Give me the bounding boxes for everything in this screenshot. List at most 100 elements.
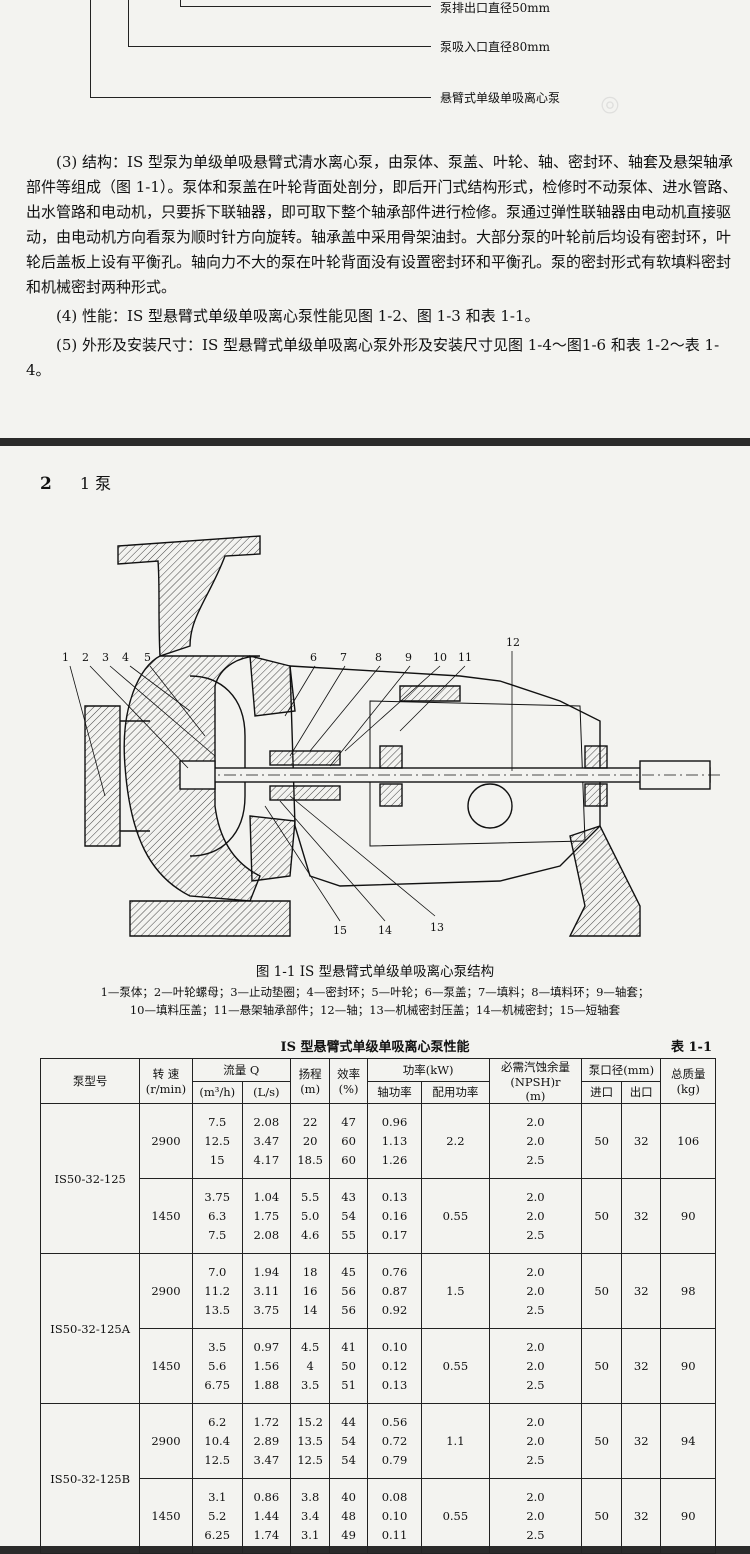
cell-q_m3h: 7.5 12.5 15 xyxy=(191,1103,243,1179)
part-number-4: 4 xyxy=(122,651,129,664)
cell-inlet: 50 xyxy=(581,1253,622,1329)
cell-inlet: 50 xyxy=(581,1478,622,1554)
cell-motor: 1.5 xyxy=(421,1253,490,1329)
cell-q_m3h: 3.1 5.2 6.25 xyxy=(191,1478,243,1554)
code-label-outlet: 泵排出口直径50mm xyxy=(440,1,551,15)
cell-q_m3h: 3.5 5.6 6.75 xyxy=(191,1328,243,1404)
header-efficiency: 效率(%) xyxy=(329,1058,368,1104)
part-number-11: 11 xyxy=(458,651,472,664)
leader-3 xyxy=(109,665,216,757)
cell-q_m3h: 3.75 6.3 7.5 xyxy=(191,1178,243,1254)
part-number-9: 9 xyxy=(405,651,412,664)
cell-outlet: 32 xyxy=(620,1328,662,1404)
leader-5 xyxy=(149,665,206,737)
cell-q_ls: 0.97 1.56 1.88 xyxy=(241,1328,291,1404)
part-number-13: 13 xyxy=(430,921,444,934)
part-number-14: 14 xyxy=(378,924,392,937)
table-number: 表 1-1 xyxy=(670,1040,712,1055)
cell-eff: 44 54 54 xyxy=(329,1403,368,1479)
cell-head: 22 20 18.5 xyxy=(289,1103,331,1179)
cell-model: IS50-32-125 xyxy=(39,1103,141,1254)
code-line-2 xyxy=(128,0,431,47)
cell-head: 5.5 5.0 4.6 xyxy=(289,1178,331,1254)
header-flow-m3h: (m³/h) xyxy=(191,1080,243,1104)
cell-shaft: 0.56 0.72 0.79 xyxy=(366,1403,423,1479)
header-flow: 流量 Q xyxy=(191,1058,291,1082)
part-number-1: 1 xyxy=(62,651,69,664)
cell-npsh: 2.0 2.0 2.5 xyxy=(488,1103,583,1179)
cell-weight: 90 xyxy=(660,1478,716,1554)
cell-speed: 1450 xyxy=(139,1328,193,1404)
top-page: 泵排出口直径50mm 泵吸入口直径80mm 悬臂式单级单吸离心泵 (3) 结构：… xyxy=(0,0,750,438)
cell-motor: 0.55 xyxy=(421,1478,490,1554)
cell-npsh: 2.0 2.0 2.5 xyxy=(488,1178,583,1254)
cell-outlet: 32 xyxy=(620,1253,662,1329)
header-model: 泵型号 xyxy=(39,1058,141,1104)
cell-head: 3.8 3.4 3.1 xyxy=(289,1478,331,1554)
part-number-5: 5 xyxy=(144,651,151,664)
cell-outlet: 32 xyxy=(620,1178,662,1254)
cell-motor: 2.2 xyxy=(421,1103,490,1179)
header-shaft-power: 轴功率 xyxy=(366,1080,423,1104)
para-5: (5) 外形及安装尺寸：IS 型悬臂式单级单吸离心泵外形及安装尺寸见图 1-4～… xyxy=(26,336,720,379)
header-port: 泵口径(mm) xyxy=(581,1058,662,1082)
cell-outlet: 32 xyxy=(620,1403,662,1479)
part-number-6: 6 xyxy=(310,651,317,664)
cell-weight: 90 xyxy=(660,1328,716,1404)
leader-6 xyxy=(284,665,316,717)
leader-13 xyxy=(289,795,436,917)
part-number-15: 15 xyxy=(333,924,347,937)
cell-weight: 90 xyxy=(660,1178,716,1254)
cell-shaft: 0.10 0.12 0.13 xyxy=(366,1328,423,1404)
para-3: (3) 结构：IS 型泵为单级单吸悬臂式清水离心泵，由泵体、泵盖、叶轮、轴、密封… xyxy=(26,153,738,296)
cell-motor: 0.55 xyxy=(421,1328,490,1404)
paragraph-structure: (3) 结构：IS 型泵为单级单吸悬臂式清水离心泵，由泵体、泵盖、叶轮、轴、密封… xyxy=(26,150,741,383)
cell-q_ls: 1.72 2.89 3.47 xyxy=(241,1403,291,1479)
cell-motor: 1.1 xyxy=(421,1403,490,1479)
cell-outlet: 32 xyxy=(620,1103,662,1179)
cell-q_ls: 0.86 1.44 1.74 xyxy=(241,1478,291,1554)
header-inlet: 进口 xyxy=(581,1080,622,1104)
leader-9 xyxy=(329,665,411,767)
cell-motor: 0.55 xyxy=(421,1178,490,1254)
cell-weight: 94 xyxy=(660,1403,716,1479)
part-number-10: 10 xyxy=(433,651,447,664)
part-number-7: 7 xyxy=(340,651,347,664)
cell-speed: 2900 xyxy=(139,1253,193,1329)
header-head: 扬程(m) xyxy=(289,1058,331,1104)
cell-shaft: 0.13 0.16 0.17 xyxy=(366,1178,423,1254)
cell-head: 4.5 4 3.5 xyxy=(289,1328,331,1404)
cell-eff: 40 48 49 xyxy=(329,1478,368,1554)
header-motor-power: 配用功率 xyxy=(421,1080,490,1104)
header-weight: 总质量(kg) xyxy=(660,1058,716,1104)
code-label-inlet: 泵吸入口直径80mm xyxy=(440,40,551,54)
cell-speed: 1450 xyxy=(139,1478,193,1554)
cell-eff: 47 60 60 xyxy=(329,1103,368,1179)
cell-eff: 41 50 51 xyxy=(329,1328,368,1404)
cell-inlet: 50 xyxy=(581,1403,622,1479)
cell-shaft: 0.96 1.13 1.26 xyxy=(366,1103,423,1179)
page-number: 2 xyxy=(40,474,52,494)
cell-npsh: 2.0 2.0 2.5 xyxy=(488,1478,583,1554)
cell-q_ls: 1.94 3.11 3.75 xyxy=(241,1253,291,1329)
header-flow-ls: (L/s) xyxy=(241,1080,291,1104)
cell-eff: 43 54 55 xyxy=(329,1178,368,1254)
pump-cross-section-figure: 1 2 3 4 5 6 7 8 9 10 11 12 13 14 15 xyxy=(62,535,720,937)
part-number-8: 8 xyxy=(375,651,382,664)
cell-outlet: 32 xyxy=(620,1478,662,1554)
cell-model: IS50-32-125A xyxy=(39,1253,141,1404)
code-line-3 xyxy=(90,0,431,98)
figure-legend-2: 10—填料压盖；11—悬架轴承部件；12—轴；13—机械密封压盖；14—机械密封… xyxy=(129,1003,621,1017)
cell-npsh: 2.0 2.0 2.5 xyxy=(488,1328,583,1404)
pump-performance-table: 泵型号 转 速(r/min) 流量 Q 扬程(m) 效率(%) 功率(kW) 必… xyxy=(39,1058,716,1554)
cell-npsh: 2.0 2.0 2.5 xyxy=(488,1403,583,1479)
cell-speed: 2900 xyxy=(139,1103,193,1179)
header-npsh: 必需汽蚀余量(NPSH)r(m) xyxy=(488,1058,583,1104)
para-4: (4) 性能：IS 型悬臂式单级单吸离心泵性能见图 1-2、图 1-3 和表 1… xyxy=(56,307,540,325)
cell-head: 18 16 14 xyxy=(289,1253,331,1329)
